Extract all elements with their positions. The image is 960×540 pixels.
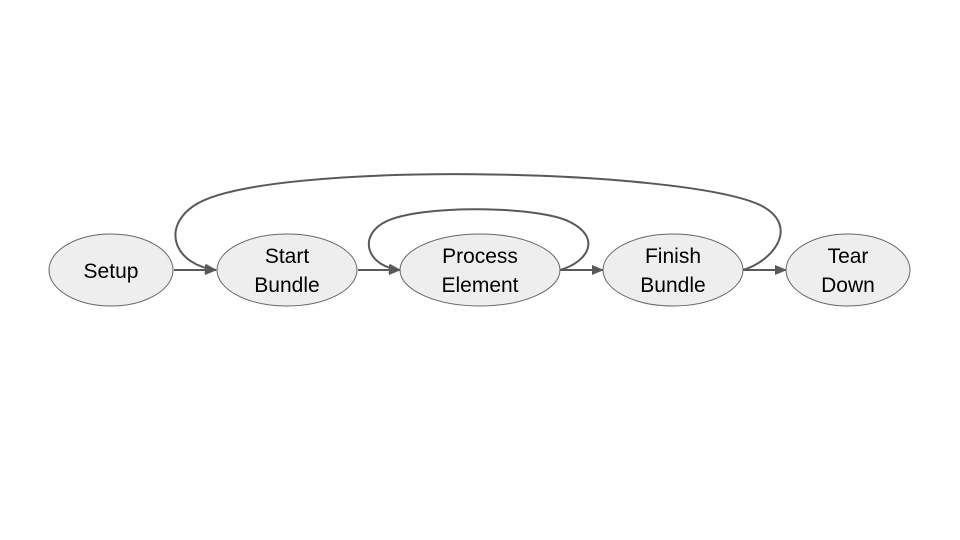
node-process-element: Process Element xyxy=(399,233,561,307)
node-setup: Setup xyxy=(48,233,174,307)
node-process-element-label-line2: Element xyxy=(441,274,518,297)
node-process-element-label-line1: Process xyxy=(442,245,518,268)
node-start-bundle: Start Bundle xyxy=(216,233,358,307)
edge-process-element-self-loop xyxy=(367,208,590,274)
node-setup-label: Setup xyxy=(84,260,139,283)
edge-finish-bundle-to-start-bundle-loop xyxy=(174,173,782,274)
node-tear-down-label-line1: Tear xyxy=(828,245,869,268)
node-start-bundle-label-line1: Start xyxy=(265,245,310,268)
node-finish-bundle: Finish Bundle xyxy=(602,233,744,307)
node-start-bundle-label-line2: Bundle xyxy=(254,274,319,297)
node-tear-down-label-line2: Down xyxy=(821,274,875,297)
node-tear-down: Tear Down xyxy=(785,233,911,307)
node-finish-bundle-label-line2: Bundle xyxy=(640,274,705,297)
node-finish-bundle-label-line1: Finish xyxy=(645,245,701,268)
